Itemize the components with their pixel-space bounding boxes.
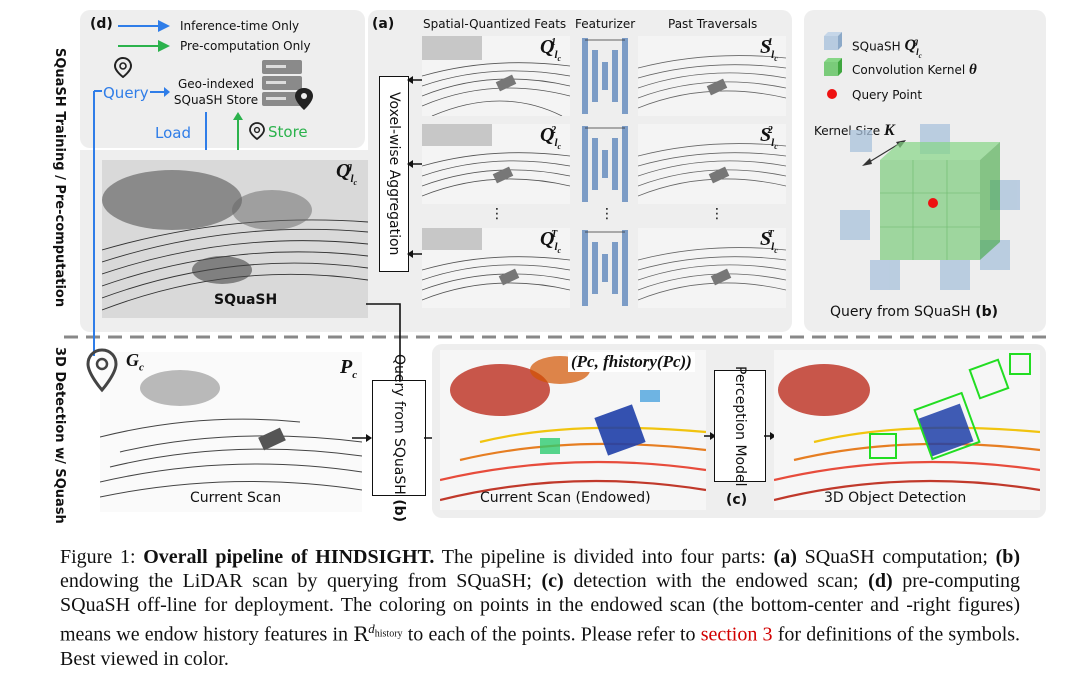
s1-label: Slc1 [760, 36, 778, 64]
squash-aggregate-image [102, 160, 368, 318]
squash-cube-legend-icon [824, 32, 842, 50]
side-label-top: SQuaSH Training / Pre-computation [52, 48, 67, 308]
dots-q: ⋮ [490, 206, 504, 222]
gc-label: Gc [126, 350, 144, 374]
endowed-to-perception-arrow [704, 432, 716, 440]
s2-scan-image [638, 124, 786, 204]
kernel-cube-legend-icon [824, 58, 842, 76]
legend-inference: Inference-time Only [180, 19, 300, 33]
q2-scan-image [422, 124, 570, 204]
load-label: Load [155, 124, 191, 142]
query-label: Query [103, 84, 149, 102]
voxel-aggregation-box: Voxel-wise Aggregation [379, 76, 409, 272]
panel-a-tag: (a) [372, 16, 395, 32]
header-spatial-feats: Spatial-Quantized Feats [423, 17, 567, 31]
q1-label: Qlc1 [540, 36, 562, 64]
panel-d [80, 10, 365, 148]
location-icon [113, 56, 133, 78]
panel-b-caption: Query from SQuaSH (b) [830, 304, 999, 320]
aggregation-arrows [407, 76, 423, 258]
perception-to-detection-arrow [764, 432, 776, 440]
legend-precompute: Pre-computation Only [180, 39, 311, 53]
section-3-link[interactable]: section 3 [700, 623, 773, 646]
query-from-squash-box: Query from SQuaSH (b) [372, 354, 426, 522]
caption-title: Overall pipeline of HINDSIGHT. [143, 546, 435, 568]
current-scan-image [100, 352, 362, 512]
scan-to-query-arrow [352, 434, 372, 442]
query-box-tag: (b) [391, 499, 407, 523]
store-text: Store [268, 123, 308, 141]
s2-label: Slc2 [760, 124, 778, 152]
side-label-bottom: 3D Detection w/ SQuash [52, 347, 67, 524]
q2-label: Qlc2 [540, 124, 562, 152]
squash-to-query-connector [366, 303, 401, 380]
s1-scan-image [638, 36, 786, 116]
legend-arrows [118, 20, 170, 52]
query-arrow [150, 87, 170, 97]
qt-scan-image [422, 228, 570, 308]
featurizer-network-3 [582, 230, 628, 306]
detection-scan-image [774, 350, 1040, 510]
store-label: Geo-indexed SQuaSH Store [173, 77, 259, 107]
pc-label: Pc [340, 356, 358, 381]
voxel-cube-diagram [840, 124, 1020, 290]
header-past-traversals: Past Traversals [668, 17, 758, 31]
voxel-aggregation-label: Voxel-wise Aggregation [386, 92, 402, 256]
st-scan-image [638, 228, 786, 308]
detection-label: 3D Object Detection [824, 490, 967, 506]
caption-prefix: Figure 1: [60, 546, 136, 568]
featurizer-network-1 [582, 38, 628, 114]
legend-kernel: Convolution Kernel θ [852, 62, 977, 78]
perception-model-label: Perception Model [732, 365, 748, 487]
panel-c-tag: (c) [726, 492, 748, 508]
dots-s: ⋮ [710, 206, 724, 222]
perception-model-box: Perception Model [714, 366, 766, 486]
st-label: SlcT [760, 228, 778, 256]
legend-query-point: Query Point [852, 88, 923, 102]
legend-squash: SQuaSH Qlcg [852, 36, 922, 60]
query-box-label: Query from SQuaSH [391, 353, 407, 495]
q1-scan-image [422, 36, 570, 116]
store-location-icon [249, 122, 265, 140]
qt-label: QlcT [540, 228, 562, 256]
section-divider [64, 335, 1054, 339]
dots-featurizer: ⋮ [600, 206, 614, 222]
endowed-formula: (Pc, fhistory(Pc)) [568, 352, 695, 372]
squash-image-label: SQuaSH [214, 292, 278, 308]
qg-label: Qlcg [336, 160, 358, 188]
figure-caption: Figure 1: Overall pipeline of HINDSIGHT.… [60, 546, 1021, 670]
feature-space-symbol: Rdhistory [353, 621, 403, 646]
query-flow-line [93, 90, 102, 356]
panel-d-tag: (d) [90, 16, 113, 32]
endowed-scan-image [440, 350, 706, 510]
gc-location-icon [86, 348, 118, 393]
endowed-scan-label: Current Scan (Endowed) [480, 490, 651, 506]
featurizer-network-2 [582, 126, 628, 202]
database-server-icon [262, 60, 313, 110]
current-scan-label: Current Scan [190, 490, 282, 506]
query-point-legend-icon [827, 89, 837, 99]
header-featurizer: Featurizer [575, 17, 636, 31]
